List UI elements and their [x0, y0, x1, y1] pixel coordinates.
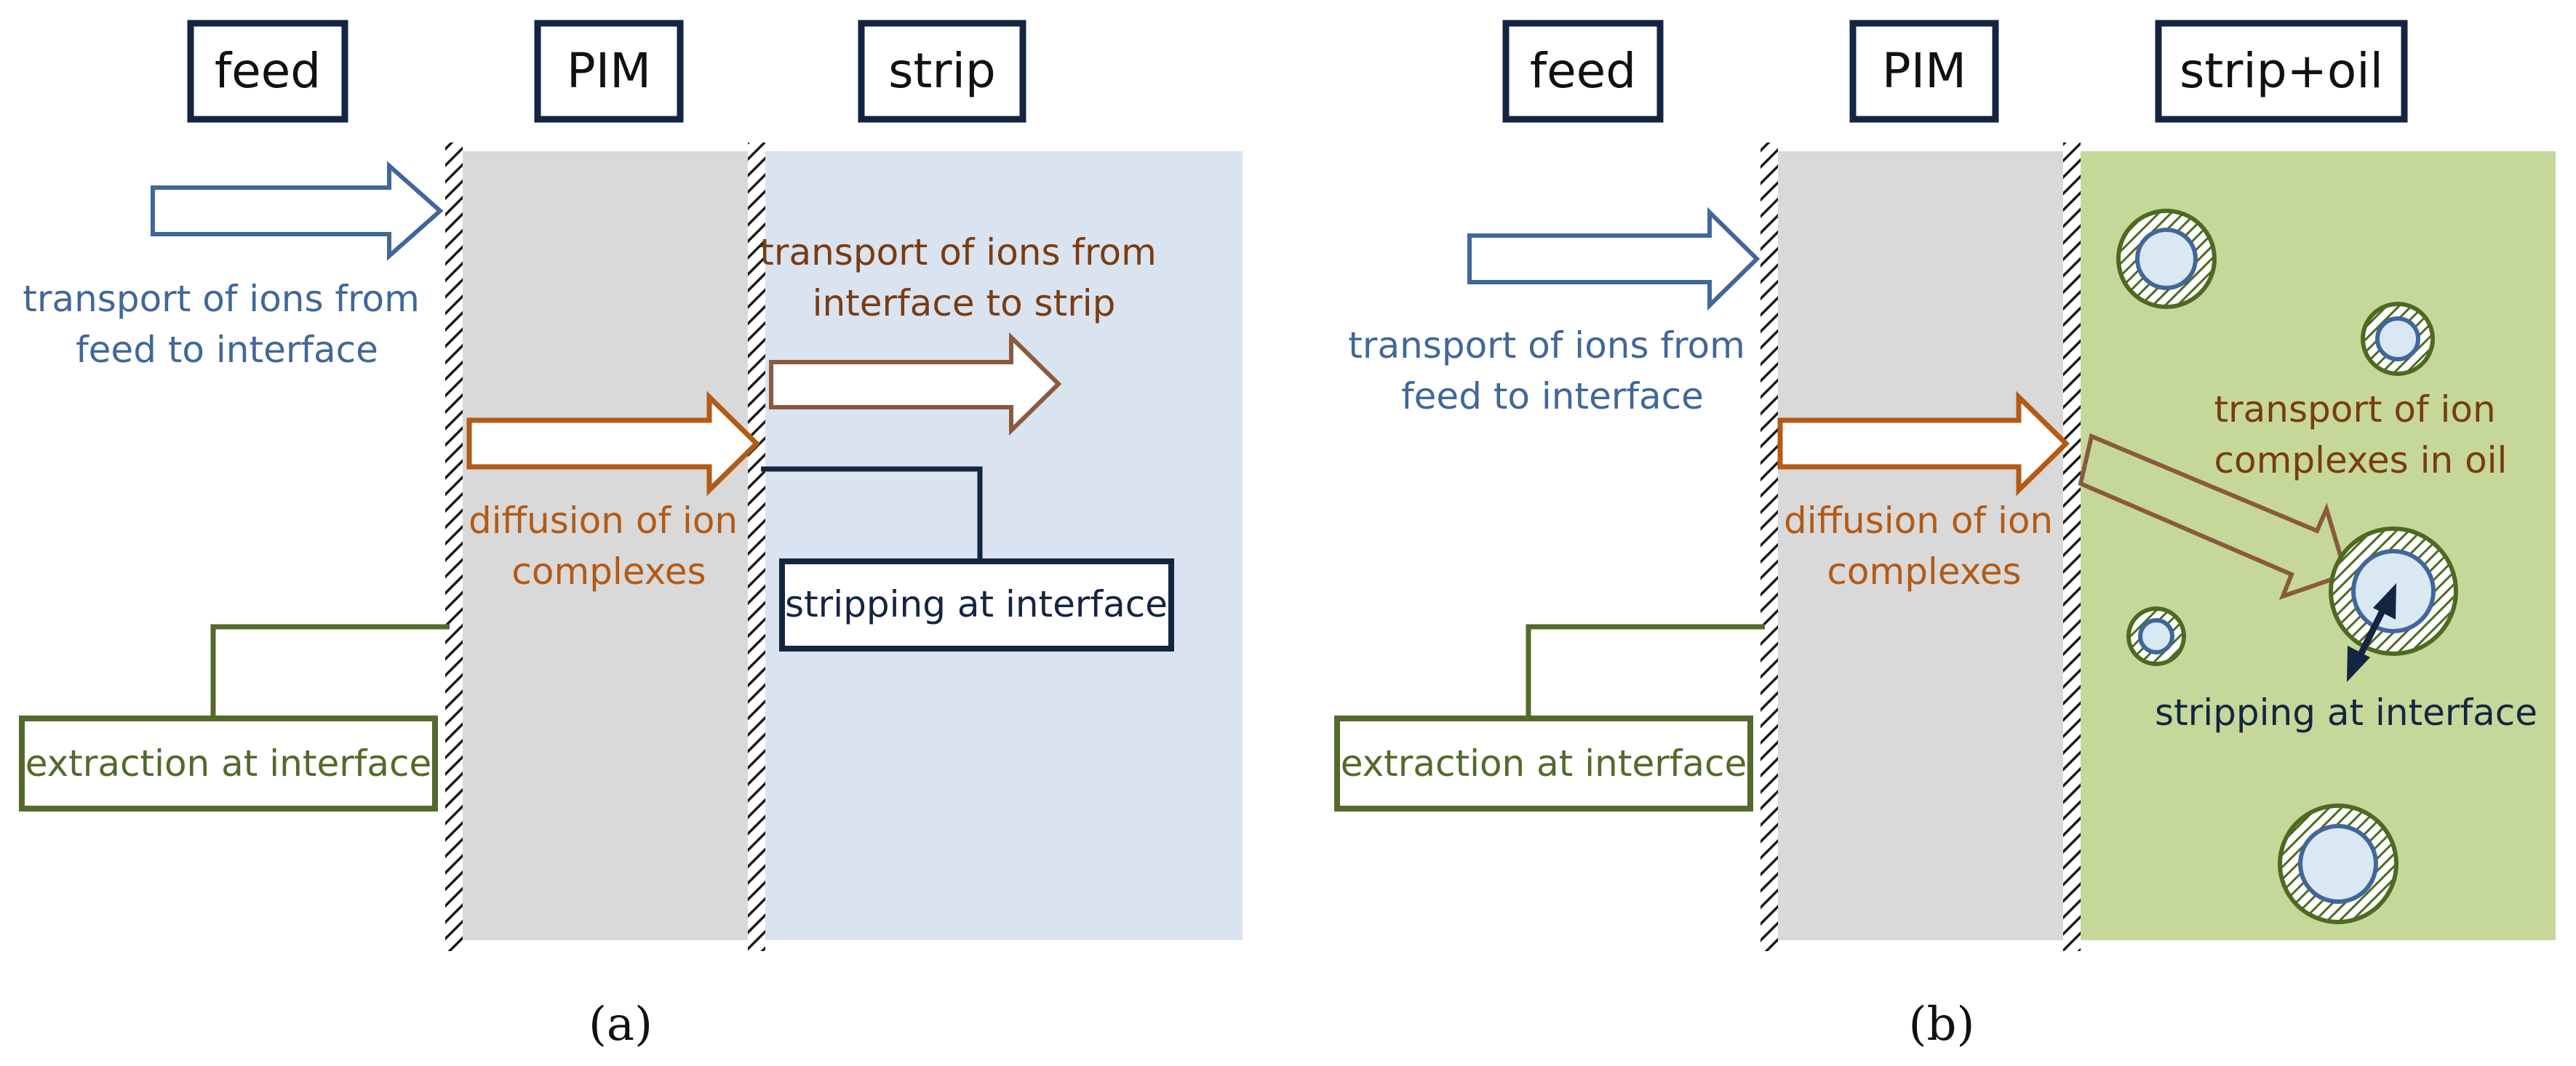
pim-membrane-a — [456, 151, 757, 940]
stripping-label-b: stripping at interface — [2155, 692, 2537, 734]
extraction-callout-line-a — [210, 624, 450, 718]
extraction-box-b — [1334, 716, 1753, 811]
header-pim-label-b: PIM — [1882, 43, 1966, 99]
stripping-double-arrow-b — [2347, 583, 2396, 682]
diffusion-arrow-b — [1777, 390, 2070, 497]
header-feed-b: feed — [1502, 20, 1664, 123]
interface-feed-pim-b — [1760, 143, 1778, 951]
interface-feed-pim-a — [445, 143, 463, 951]
header-strip-a: strip — [858, 20, 1026, 123]
header-feed-label-a: feed — [215, 43, 321, 99]
stripping-label-a: stripping at interface — [785, 583, 1168, 625]
header-strip-oil-b: strip+oil — [2155, 20, 2408, 123]
feed-transport-arrow-b — [1467, 207, 1760, 311]
header-pim-a: PIM — [534, 20, 684, 123]
header-feed-label-b: feed — [1530, 43, 1636, 99]
feed-transport-label-a: transport of ions from feed to interface — [23, 278, 431, 371]
strip-transport-arrow-a — [769, 332, 1062, 436]
caption-b: (b) — [1909, 998, 1975, 1051]
feed-transport-arrow-a — [151, 161, 444, 261]
feed-transport-label-b: transport of ions from feed to interface — [1348, 324, 1756, 417]
header-pim-label-a: PIM — [567, 43, 651, 99]
stripping-box-a — [779, 558, 1174, 652]
oil-droplet — [2278, 803, 2398, 924]
header-strip-label-a: strip — [888, 43, 996, 99]
oil-transport-label-b: transport of ion complexes in oil — [2214, 388, 2507, 481]
oil-droplet — [2126, 606, 2186, 666]
extraction-label-b: extraction at interface — [1341, 742, 1747, 785]
extraction-box-a — [19, 716, 438, 811]
strip-transport-label-a: transport of ions from interface to stri… — [759, 231, 1168, 324]
extraction-callout-line-b — [1526, 624, 1765, 718]
stripping-callout-line-a — [761, 466, 983, 561]
header-pim-b: PIM — [1849, 20, 1999, 123]
strip-phase-a — [757, 151, 1243, 940]
interface-pim-strip-a — [748, 143, 765, 951]
oil-droplet — [2361, 302, 2435, 376]
pim-membrane-b — [1771, 151, 2072, 940]
interface-pim-strip-b — [2063, 143, 2081, 951]
oil-droplet — [2116, 209, 2217, 309]
header-strip-oil-label-b: strip+oil — [2180, 43, 2383, 99]
panel-a: feed PIM strip transport of ions from fe… — [19, 20, 1243, 1051]
oil-transport-arrow-b — [2078, 433, 2349, 600]
diffusion-label-a: diffusion of ion complexes — [468, 500, 749, 593]
caption-a: (a) — [589, 998, 653, 1051]
header-feed-a: feed — [187, 20, 348, 123]
extraction-label-a: extraction at interface — [25, 742, 432, 785]
panel-b: feed PIM strip+oil transport of ions fro… — [1334, 20, 2556, 1051]
diffusion-arrow-a — [466, 390, 760, 497]
diffusion-label-b: diffusion of ion complexes — [1784, 500, 2065, 593]
